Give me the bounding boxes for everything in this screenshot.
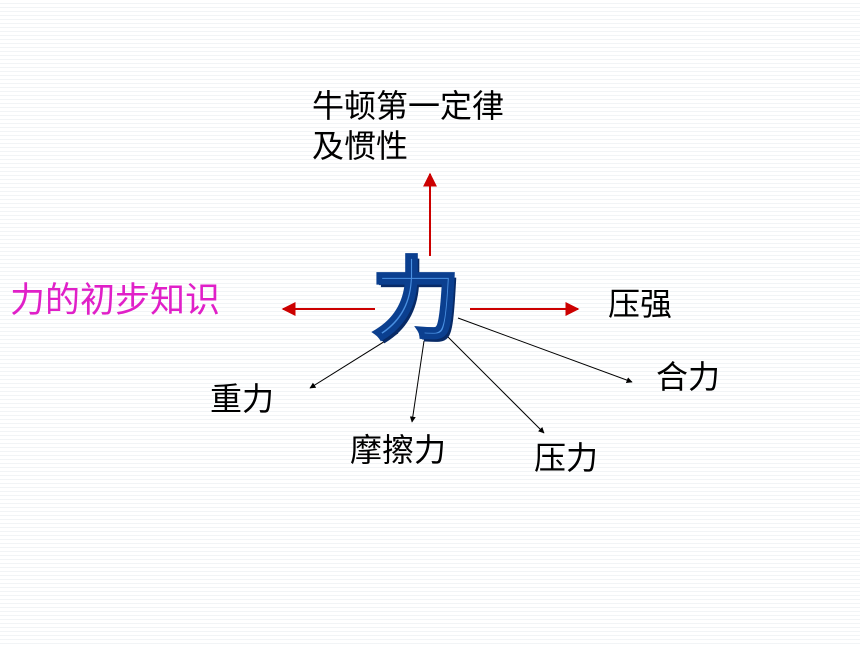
topic-resultant-force: 合力 [656,358,721,396]
topic-newton-first-law-line1: 牛顿第一定律 [312,87,505,125]
center-topic-force: 力 [370,248,461,351]
topic-gravity: 重力 [210,380,275,418]
topic-pressure-force: 压力 [534,439,599,477]
topic-pressure: 压强 [608,285,673,323]
arrow-to-resultant-force [457,317,633,383]
topic-force-basics: 力的初步知识 [10,281,221,321]
arrow-to-gravity [309,332,399,389]
arrow-to-friction [409,340,425,423]
topic-newton-first-law-line2: 及惯性 [312,127,409,165]
topic-newton-first-law: 牛顿第一定律 及惯性 [312,86,504,166]
topic-friction: 摩擦力 [350,431,447,469]
arrow-to-pressure-force [446,335,545,434]
